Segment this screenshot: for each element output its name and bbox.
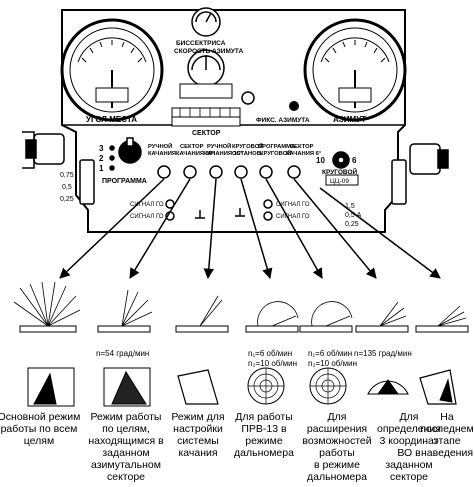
scope-icon-7 xyxy=(419,369,457,405)
right-scale-1: 0,5 А xyxy=(345,212,362,219)
fix-azimuth-knob[interactable] xyxy=(241,91,299,111)
scope-icon-1 xyxy=(27,367,75,407)
scan-pattern-4 xyxy=(245,301,299,333)
caption-7: На последнем этапе наведения xyxy=(420,411,474,459)
mode-5-l2: КАЧАНИЯ 6° xyxy=(286,151,322,157)
speed-135: n=135 град/мин xyxy=(354,349,412,358)
scope-icons xyxy=(27,367,457,407)
ground-symbols xyxy=(195,208,245,219)
krugovoy-label: КРУГОВОЙ xyxy=(322,167,358,176)
elevation-label: УГОЛ МЕСТА xyxy=(86,115,137,124)
left-handwheel[interactable] xyxy=(22,131,95,205)
right-small-6: 6 xyxy=(352,156,357,165)
azimuth-label: АЗИМУТ xyxy=(333,115,366,124)
right-scale-0: 1,5 xyxy=(345,203,355,210)
mode-1-l1: СЕКТОР xyxy=(180,144,204,150)
signal-label-3: СИГНАЛ ГО xyxy=(276,214,310,220)
scan-pattern-3 xyxy=(175,295,229,333)
mode-2-l2: КАЧАНИЯ 15° xyxy=(204,151,243,157)
caption-5: Для расширения возможностей работы в реж… xyxy=(302,411,372,483)
signal-label-1: СИГНАЛ ГО xyxy=(130,214,164,220)
mode-0-l1: РУЧНОЙ xyxy=(148,142,172,150)
mode-arrows xyxy=(59,178,441,280)
scan-pattern-1 xyxy=(13,281,81,333)
left-scale-0: 0,75 xyxy=(60,172,74,179)
arrow-4 xyxy=(265,178,323,279)
mode-1-l2: КАЧАНИЯ 30° xyxy=(176,151,215,157)
signal-label-0: СИГНАЛ ГО xyxy=(130,202,164,208)
scope-icon-2 xyxy=(103,367,151,407)
caption-4: Для работы ПРВ-13 в режиме дальномера xyxy=(234,411,294,459)
n2-b: n₂=10 об/мин xyxy=(308,359,357,368)
scan-pattern-6 xyxy=(355,301,409,333)
mode-labels: РУЧНОЙ КАЧАНИЯ СЕКТОР КАЧАНИЯ 30° РУЧНОЙ… xyxy=(148,142,322,157)
arrow-5 xyxy=(293,178,377,279)
n2-a: n₂=10 об/мин xyxy=(248,359,297,368)
caption-6: Для определения 3 координат ВО в заданно… xyxy=(377,411,441,483)
caption-3: Режим для настройки системы качания xyxy=(171,411,225,459)
scope-icon-4 xyxy=(247,367,285,405)
scan-pattern-2 xyxy=(97,289,153,333)
left-scale-1: 0,5 xyxy=(62,184,72,191)
arrow-3 xyxy=(240,178,273,280)
azimuth-speed-gauge xyxy=(179,49,233,99)
scope-icon-5 xyxy=(309,367,347,405)
n1-a: n₁=6 об/мин xyxy=(248,349,292,358)
right-small-10: 10 xyxy=(316,156,325,165)
left-scale-2: 0,25 xyxy=(60,196,74,203)
mode-0-l2: КАЧАНИЯ xyxy=(148,151,176,157)
scope-icon-6 xyxy=(367,379,409,395)
scan-pattern-5 xyxy=(299,301,353,333)
mode-buttons[interactable] xyxy=(157,165,301,179)
panel-text: БИССЕКТРИСА СКОРОСТЬ АЗИМУТА УГОЛ МЕСТА … xyxy=(60,40,366,228)
arrow-1 xyxy=(129,178,191,279)
knob-number-1: 1 xyxy=(99,164,104,173)
knob-number-3: 3 xyxy=(99,144,104,153)
elevation-dial xyxy=(60,18,164,122)
azimuth-speed-label: СКОРОСТЬ АЗИМУТА xyxy=(174,48,243,55)
azimuth-dial xyxy=(303,18,407,122)
program-label: ПРОГРАММА xyxy=(102,178,147,185)
scan-pattern-7 xyxy=(415,305,469,333)
knob-number-2: 2 xyxy=(99,154,104,163)
mode-2-l1: РУЧНОЙ xyxy=(207,142,231,150)
bissectrisa-label: БИССЕКТРИСА xyxy=(176,40,226,47)
caption-1: Основной режим работы по всем целям xyxy=(0,411,81,447)
caption-2: Режим работы по целям, находящимся в зад… xyxy=(88,411,164,483)
mode-5-l1: СЕКТОР xyxy=(290,144,314,150)
arrow-6 xyxy=(319,187,441,279)
tsts-label: ЦЦ-09 xyxy=(330,178,349,185)
sector-label: СЕКТОР xyxy=(192,130,221,137)
arrow-0 xyxy=(59,178,165,279)
scope-icon-3 xyxy=(177,369,219,405)
bisector-gauge xyxy=(191,7,221,37)
speed-54: n=54 град/мин xyxy=(96,349,149,358)
n1-b: n₁=6 об/мин xyxy=(308,349,352,358)
mode-4-l1: ПРОГРАММА xyxy=(258,144,296,150)
right-handwheel[interactable] xyxy=(391,143,449,205)
right-scale-2: 0,25 xyxy=(345,221,359,228)
mode-3-l1: КРУГОВОЙ xyxy=(232,142,263,150)
arrow-2 xyxy=(203,178,217,280)
sector-scale xyxy=(171,107,241,127)
signal-label-2: СИГНАЛ ГО xyxy=(276,202,310,208)
mode-4-l2: КРУГОВОЙ xyxy=(260,149,291,157)
mode-3-l2: ОСТАНОВ. xyxy=(232,151,263,157)
program-selector[interactable] xyxy=(109,137,142,171)
right-knob[interactable] xyxy=(325,151,359,186)
fix-azimuth-label: ФИКС. АЗИМУТА xyxy=(256,117,310,124)
annotations: n=54 град/мин n₁=6 об/мин n₂=10 об/мин n… xyxy=(96,349,412,368)
